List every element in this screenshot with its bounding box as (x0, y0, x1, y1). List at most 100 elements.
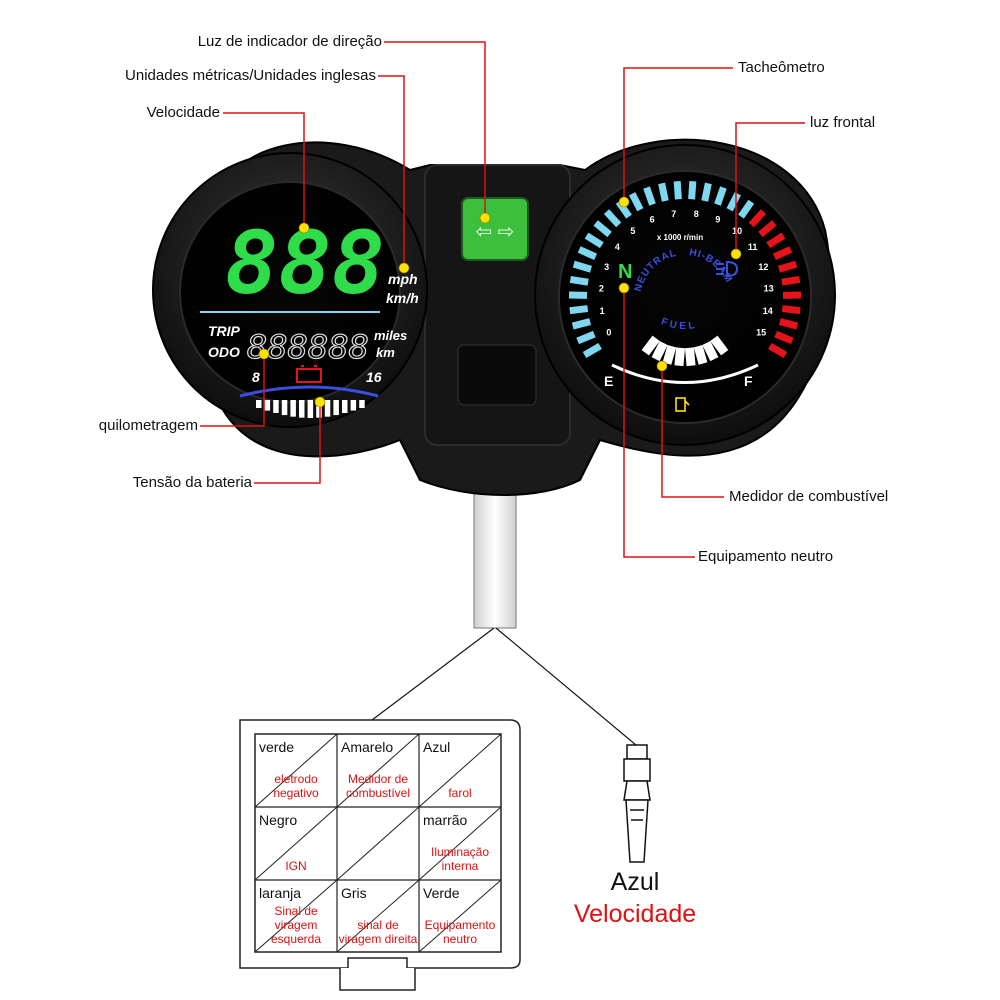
callout-headlight: luz frontal (810, 114, 876, 131)
rpm-segment (781, 305, 801, 315)
battery-segment (350, 400, 357, 411)
fuel-segment (684, 347, 696, 367)
pin-function: Sinal de viragem esquerda (270, 904, 322, 946)
pin-wire-color: verde (259, 739, 295, 755)
fuel-full-label: F (744, 373, 753, 389)
rpm-tick-label: 5 (630, 226, 635, 236)
unit-mph: mph (388, 271, 418, 287)
single-pin-connector (623, 744, 651, 863)
rpm-segment (582, 342, 602, 359)
connector-pin-cell: verde eletrodo negativo (255, 734, 337, 806)
battery-segment (307, 400, 314, 418)
rpm-segment (629, 192, 644, 212)
rpm-segment (643, 186, 656, 206)
rpm-segment (576, 330, 596, 345)
rpm-unit-label: x 1000 r/min (657, 233, 703, 242)
right-gauge-face (558, 170, 812, 424)
rpm-segment (673, 181, 682, 200)
battery-segment (342, 400, 348, 413)
connector-grid-lines (255, 734, 501, 952)
battery-max-label: 16 (366, 369, 382, 385)
pin-function: Medidor de combustível (345, 772, 411, 800)
pin-function: sinal de viragem direita (338, 918, 418, 946)
battery-segment (273, 400, 279, 413)
battery-segment (333, 400, 339, 416)
pin-function: Equipamento neutro (424, 918, 496, 946)
fuel-segment (662, 344, 677, 365)
odometer-digits: 888888 (247, 328, 369, 366)
rpm-segment (571, 318, 592, 330)
turn-signal-indicator (461, 197, 529, 261)
pin-function: farol (448, 786, 472, 800)
callout-battery: Tensão da bateria (132, 474, 252, 491)
pin-function: IGN (285, 859, 307, 873)
callout-units: Unidades métricas/Unidades inglesas (125, 67, 376, 84)
battery-segment (299, 400, 305, 418)
connector-pin-cell: Azul farol (419, 734, 501, 806)
unit-miles: miles (374, 328, 407, 343)
fuel-pump-icon (675, 397, 690, 412)
rpm-tick-label: 4 (615, 242, 620, 252)
rpm-tick-label: 14 (763, 306, 773, 316)
rpm-tick-label: 1 (600, 306, 605, 316)
callout-markers (258, 196, 742, 408)
callout-turn-light: Luz de indicador de direção (197, 33, 382, 50)
rpm-tick-label: 10 (732, 226, 742, 236)
battery-segment (256, 400, 262, 408)
wire-to-multi-connector (371, 627, 495, 721)
turn-signal-arrows-icon: ⇦ ⇨ (475, 221, 514, 243)
rpm-tick-label: 3 (604, 262, 609, 272)
battery-segment (324, 400, 331, 417)
rpm-segment (569, 275, 589, 286)
pin-function: eletrodo negativo (273, 772, 319, 800)
rpm-segment (774, 330, 794, 345)
pin-wire-color: Amarelo (341, 739, 394, 755)
callout-speed: Velocidade (146, 104, 220, 121)
battery-segment (359, 400, 365, 408)
rpm-segment (758, 220, 777, 238)
neutral-symbol: N (618, 261, 632, 283)
rpm-segment-ring (568, 181, 802, 359)
pin-wire-color: Azul (423, 739, 451, 755)
battery-voltage-bar (256, 400, 365, 418)
rpm-tick-label: 6 (650, 215, 655, 225)
rpm-segment (572, 260, 593, 273)
left-gauge-face (179, 181, 401, 403)
rpm-tick-label: 11 (748, 242, 758, 252)
battery-segment (264, 400, 271, 411)
unit-kmh: km/h (386, 290, 419, 306)
odo-label: ODO (208, 344, 240, 360)
rpm-tick-label: 7 (671, 209, 676, 219)
connector-pin-cell: Gris sinal de viragem direita (337, 880, 419, 952)
rpm-segment (603, 209, 622, 228)
rpm-segment (768, 342, 788, 359)
fuel-segment (674, 347, 686, 367)
rpm-tick-label: 15 (756, 327, 766, 337)
rpm-segment (772, 246, 793, 261)
fuel-segment (702, 340, 719, 362)
rpm-segment (714, 186, 727, 206)
headlight-icon (716, 260, 739, 278)
trip-label: TRIP (208, 323, 241, 339)
rpm-segment (738, 199, 755, 219)
callout-neutral: Equipamento neutro (698, 548, 834, 565)
single-connector-function: Velocidade (573, 900, 697, 928)
rpm-tick-label: 2 (599, 284, 604, 294)
battery-arc (239, 385, 379, 398)
pin-wire-color: Gris (341, 885, 367, 901)
connector-grid (254, 733, 502, 953)
fuel-arc (611, 363, 759, 384)
rpm-segment (778, 318, 799, 330)
rpm-segment (777, 260, 798, 273)
fuel-segment (693, 344, 708, 365)
pin-wire-color: laranja (259, 885, 302, 901)
battery-segment (316, 400, 322, 418)
center-lower-window (457, 344, 537, 406)
rpm-tick-label: 13 (764, 284, 774, 294)
rpm-segment (584, 232, 604, 249)
